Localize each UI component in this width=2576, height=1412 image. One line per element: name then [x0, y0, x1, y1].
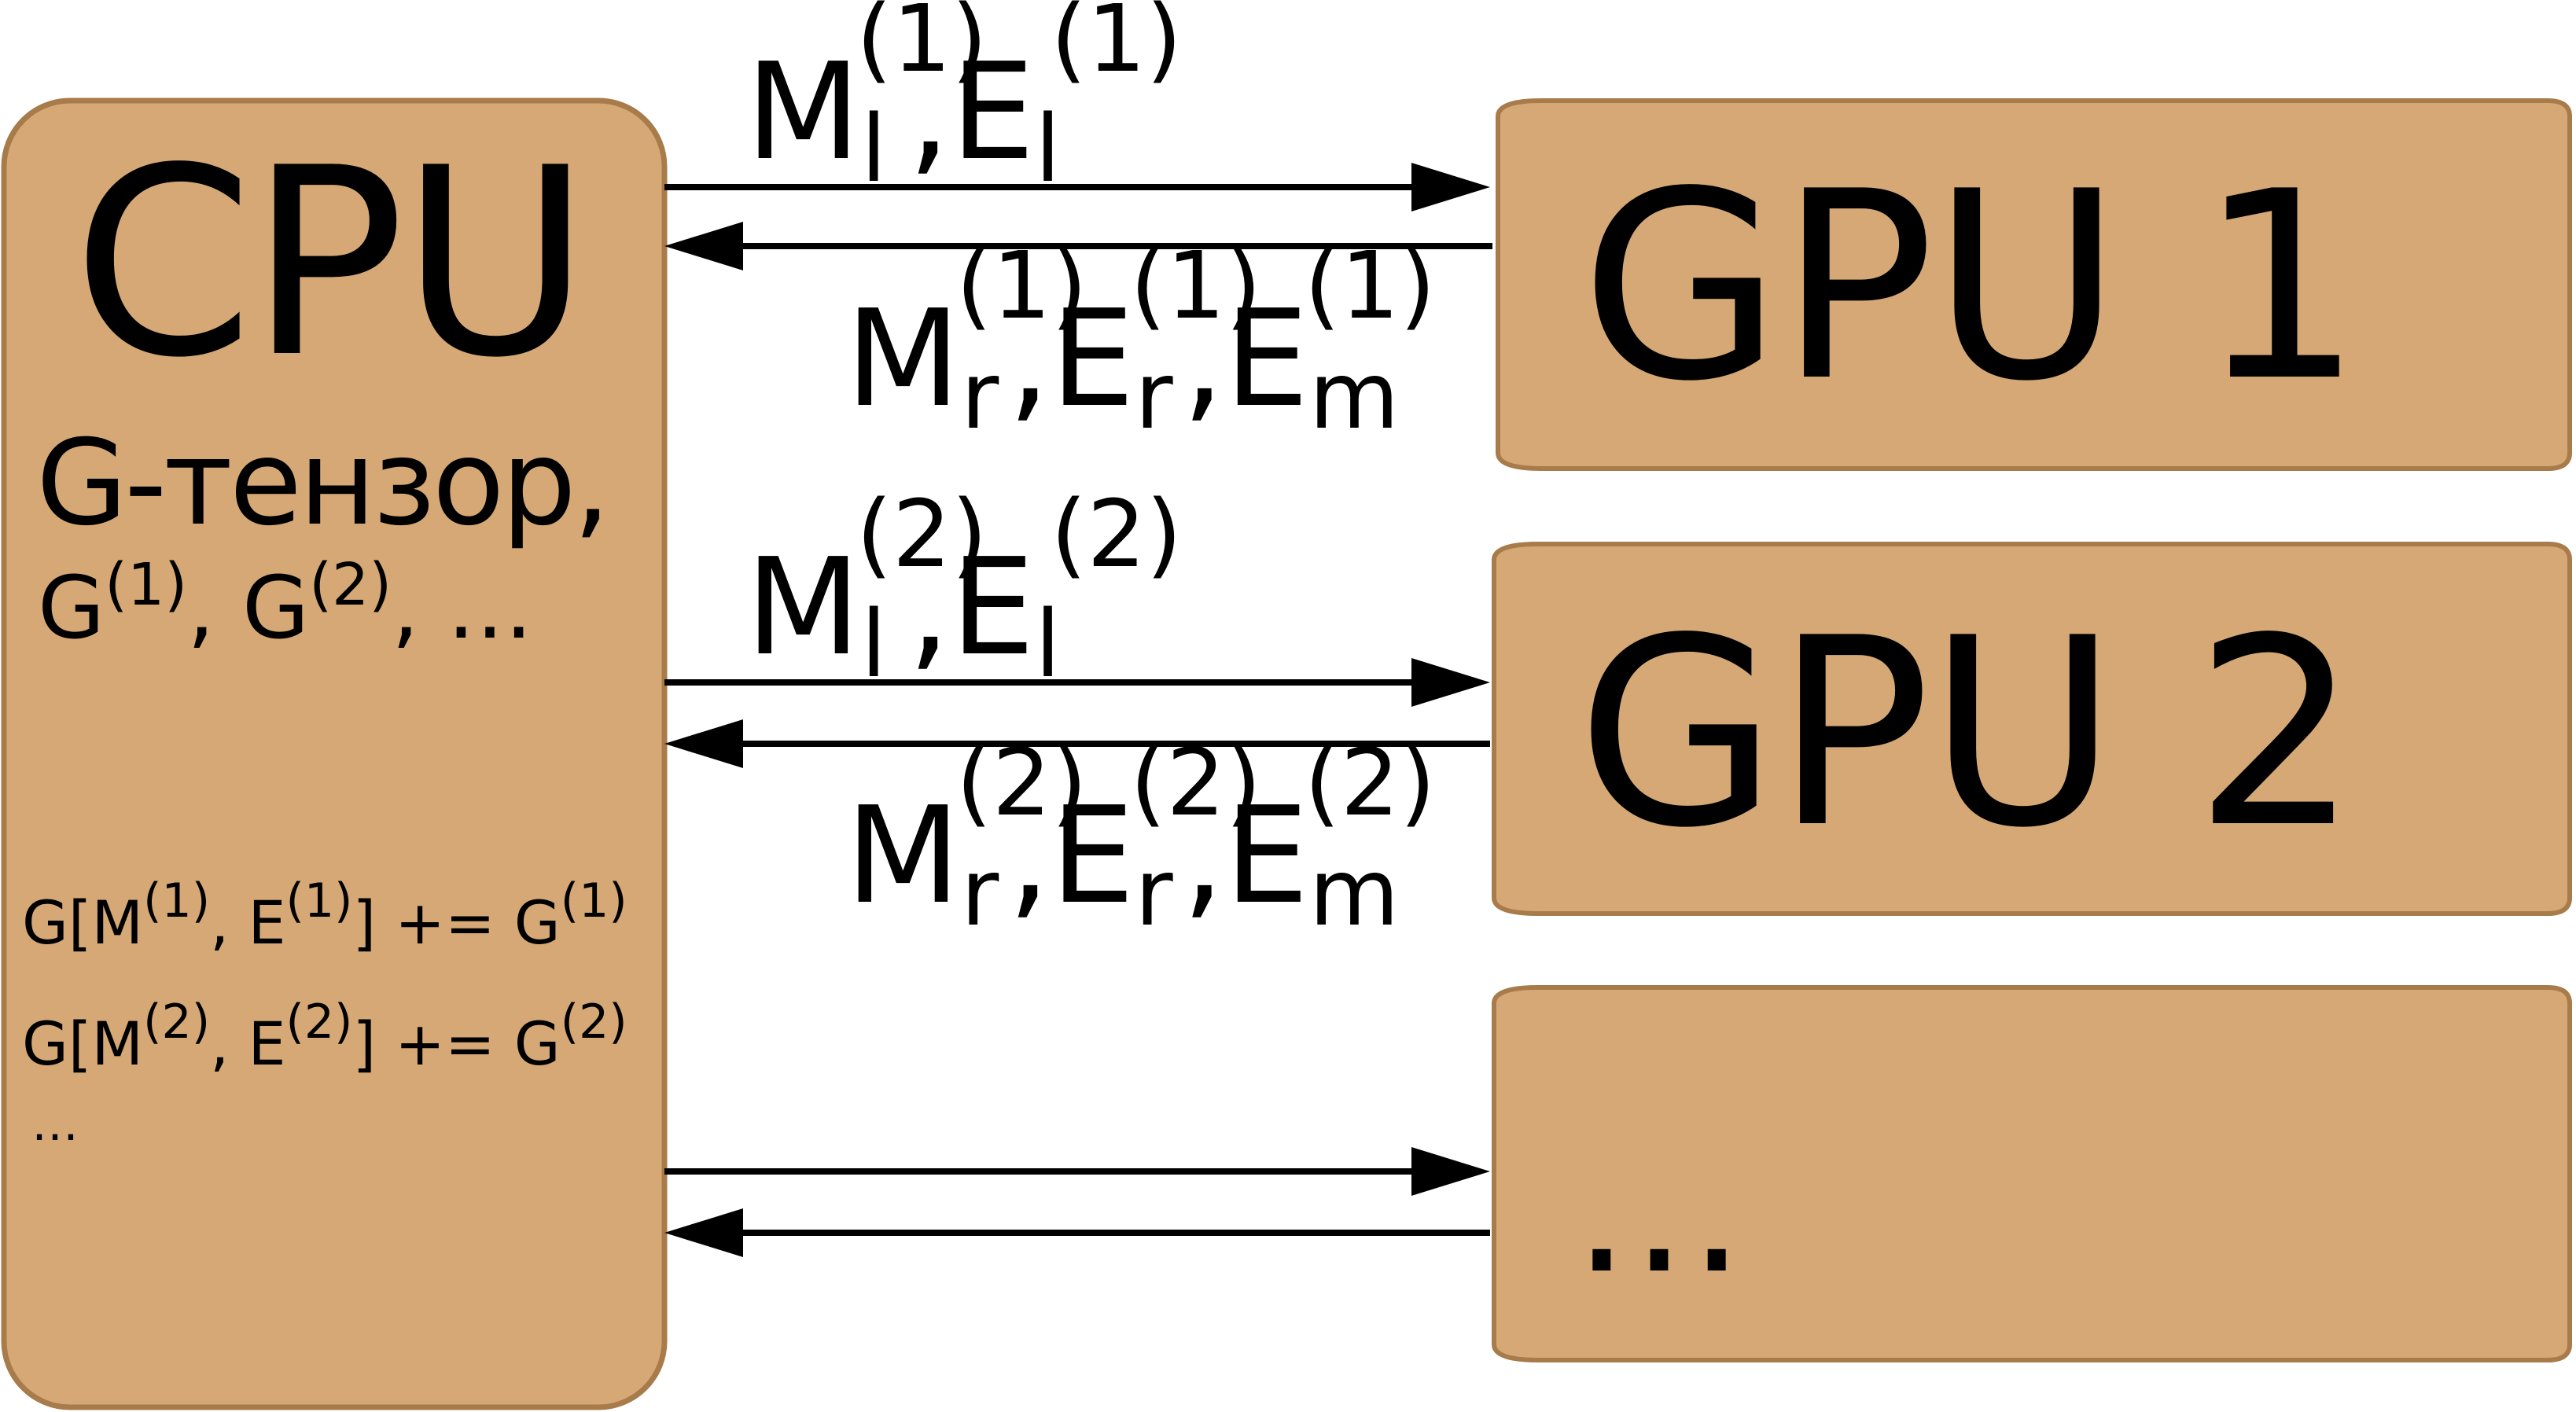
- label-to-gpu-2: M(2)l,E(2)l: [745, 487, 1182, 690]
- from-gpu-1-m-sup: (1): [955, 231, 1087, 340]
- arrow-gpu-2-to-cpu: [664, 719, 1490, 768]
- gradient-separator-1: ,: [187, 557, 215, 658]
- cpu-gradient-list: G(1), G(2), …: [38, 556, 533, 651]
- from-gpu-2-m-sub: r: [960, 838, 999, 947]
- from-gpu-1-comma-2: ,: [1182, 281, 1225, 437]
- to-gpu-2-comma: ,: [907, 530, 951, 686]
- from-gpu-2-comma-1: ,: [1007, 778, 1051, 934]
- arrow-cpu-to-gpu-more: [664, 1147, 1490, 1196]
- from-gpu-1-m-sub: r: [960, 341, 999, 450]
- update-2-g: G[M: [22, 1009, 144, 1079]
- to-gpu-1-e: E: [950, 35, 1036, 190]
- gradient-ellipsis: …: [447, 557, 534, 658]
- gpu-2-label: GPU 2: [1577, 583, 2359, 884]
- cpu-subtitle: G-тензор,: [36, 415, 611, 552]
- cpu-block: [1, 97, 668, 1410]
- from-gpu-2-e1-sub: r: [1135, 838, 1173, 947]
- to-gpu-2-e-sub: l: [1035, 590, 1061, 698]
- label-from-gpu-1: M(1)r,E(1)r,E(1)m: [845, 239, 1436, 442]
- cpu-title: CPU: [72, 112, 591, 414]
- to-gpu-1-m-sub: l: [860, 94, 887, 203]
- to-gpu-2-m-sup: (2): [856, 480, 988, 588]
- gradient-symbol-2: G: [242, 557, 310, 658]
- update-2-tail: ] += G: [352, 1009, 561, 1079]
- gpu-more-block: [1492, 985, 2572, 1362]
- from-gpu-1-e1-sub: r: [1135, 341, 1173, 450]
- label-to-gpu-1: M(1)l,E(1)l: [745, 0, 1182, 195]
- update-2-mid: , E: [210, 1009, 286, 1079]
- update-1-mid: , E: [210, 888, 286, 958]
- to-gpu-1-m: M: [745, 35, 861, 190]
- update-1-tail: ] += G: [352, 888, 561, 958]
- cpu-update-2: G[M(2), E(2)] += G(2): [22, 998, 627, 1074]
- update-1-i3: (1): [560, 873, 627, 928]
- arrow-gpu-more-to-cpu: [664, 1208, 1490, 1257]
- to-gpu-2-e: E: [950, 530, 1036, 686]
- gradient-index-2: (2): [309, 551, 392, 619]
- update-1-i1: (1): [143, 873, 211, 928]
- from-gpu-1-e2-sup: (1): [1304, 231, 1436, 340]
- arrow-cpu-to-gpu-2: [664, 658, 1490, 707]
- from-gpu-2-m: M: [845, 778, 961, 934]
- from-gpu-1-e2: E: [1224, 281, 1309, 437]
- to-gpu-1-e-sub: l: [1035, 94, 1061, 203]
- to-gpu-2-m: M: [745, 530, 861, 686]
- from-gpu-2-comma-2: ,: [1182, 778, 1225, 934]
- from-gpu-2-e1-sup: (2): [1130, 728, 1262, 837]
- update-1-g: G[M: [22, 888, 144, 958]
- from-gpu-1-e1: E: [1050, 281, 1135, 437]
- from-gpu-1-e2-sub: m: [1308, 341, 1400, 450]
- update-2-i1: (2): [143, 995, 211, 1050]
- update-2-i3: (2): [560, 995, 627, 1050]
- from-gpu-2-e2-sup: (2): [1304, 728, 1436, 837]
- from-gpu-1-m: M: [845, 281, 961, 437]
- gradient-symbol-1: G: [38, 557, 105, 658]
- arrow-cpu-to-gpu-1: [664, 163, 1490, 211]
- label-from-gpu-2: M(2)r,E(2)r,E(2)m: [845, 736, 1436, 939]
- gpu-2-block: [1492, 542, 2572, 916]
- arrow-gpu-1-to-cpu: [664, 222, 1492, 270]
- from-gpu-2-e1: E: [1050, 778, 1135, 934]
- gpu-1-block: [1496, 98, 2572, 471]
- update-1-i2: (1): [285, 873, 353, 928]
- to-gpu-2-m-sub: l: [860, 590, 887, 698]
- to-gpu-1-comma: ,: [907, 35, 951, 190]
- cpu-updates-ellipsis: …: [31, 1097, 79, 1152]
- gpu-more-label: …: [1573, 1110, 1755, 1311]
- gradient-separator-2: ,: [392, 557, 420, 658]
- from-gpu-2-m-sup: (2): [955, 728, 1087, 837]
- cpu-update-1: G[M(1), E(1)] += G(1): [22, 877, 627, 953]
- to-gpu-1-m-sup: (1): [856, 0, 988, 93]
- to-gpu-2-e-sup: (2): [1051, 480, 1183, 588]
- gpu-1-label: GPU 1: [1581, 136, 2363, 438]
- update-2-i2: (2): [285, 995, 353, 1050]
- from-gpu-1-e1-sup: (1): [1130, 231, 1262, 340]
- from-gpu-1-comma-1: ,: [1007, 281, 1051, 437]
- from-gpu-2-e2: E: [1224, 778, 1309, 934]
- gradient-index-1: (1): [105, 551, 188, 619]
- from-gpu-2-e2-sub: m: [1308, 838, 1400, 947]
- to-gpu-1-e-sup: (1): [1051, 0, 1183, 93]
